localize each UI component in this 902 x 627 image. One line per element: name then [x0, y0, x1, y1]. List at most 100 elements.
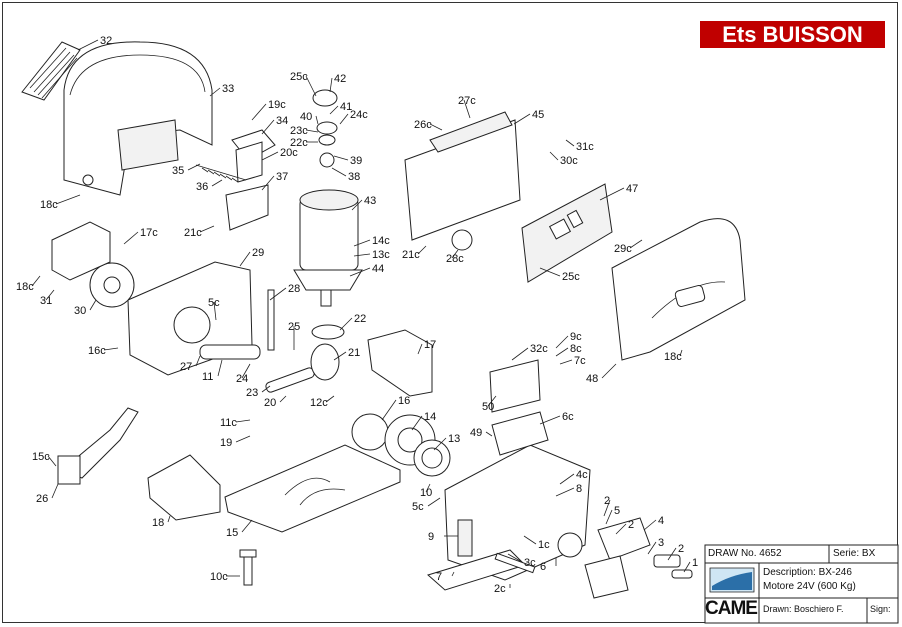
part-label-p25: 25 — [288, 321, 300, 333]
leader-line — [261, 119, 275, 135]
part-label-p44: 44 — [372, 263, 384, 275]
leader-line — [47, 455, 57, 467]
part-label-p32c: 32c — [530, 343, 548, 355]
leader-line — [411, 415, 423, 431]
part-label-p25c_a: 25c — [290, 71, 308, 83]
part-label-p24: 24 — [236, 373, 248, 385]
leader-line — [511, 347, 529, 361]
part-label-p3: 3 — [658, 537, 664, 549]
part-label-p5c_a: 5c — [208, 297, 220, 309]
leader-line — [325, 395, 335, 403]
side-cover-part — [611, 218, 746, 361]
leader-line — [305, 75, 317, 97]
leader-line — [305, 129, 319, 133]
lock-cover-part — [584, 517, 693, 599]
leader-line — [199, 225, 215, 233]
part-label-p23c: 23c — [290, 125, 308, 137]
part-label-p16c: 16c — [88, 345, 106, 357]
leader-line — [615, 523, 627, 535]
part-label-p9c: 9c — [570, 331, 582, 343]
part-label-p11c: 11c — [220, 417, 237, 429]
leader-line — [251, 103, 267, 121]
part-label-p36: 36 — [196, 181, 208, 193]
part-label-p5: 5 — [614, 505, 620, 517]
part-label-p24c: 24c — [350, 109, 368, 121]
part-label-p6c: 6c — [562, 411, 574, 423]
part-label-p50: 50 — [482, 401, 494, 413]
leader-line — [239, 251, 251, 267]
part-label-p30: 30 — [74, 305, 86, 317]
leader-line — [51, 483, 59, 499]
part-label-p37: 37 — [276, 171, 288, 183]
part-label-p31: 31 — [40, 295, 52, 307]
part-label-p19c: 19c — [268, 99, 286, 111]
part-label-p22c: 22c — [290, 137, 308, 149]
part-label-p15c: 15c — [32, 451, 50, 463]
leader-line — [559, 359, 573, 365]
leader-line — [217, 359, 223, 377]
leader-line — [683, 561, 691, 573]
leader-line — [679, 349, 683, 357]
part-label-p41: 41 — [340, 101, 352, 113]
release-block-part — [147, 454, 221, 521]
part-label-p13: 13 — [448, 433, 460, 445]
part-label-p32: 32 — [100, 35, 112, 47]
leader-line — [451, 249, 459, 259]
part-label-p5c_b: 5c — [412, 501, 424, 513]
part-label-p12c: 12c — [310, 397, 328, 409]
part-label-p20: 20 — [264, 397, 276, 409]
part-label-p1c: 1c — [538, 539, 550, 551]
serie-label: Serie: BX — [833, 548, 876, 559]
part-label-p8: 8 — [576, 483, 582, 495]
part-label-p21c_a: 21c — [184, 227, 202, 239]
leader-line — [351, 199, 363, 211]
leader-line — [269, 287, 287, 301]
leader-line — [555, 335, 569, 349]
part-label-p10c: 10c — [210, 571, 228, 583]
part-label-p14: 14 — [424, 411, 436, 423]
leader-line — [353, 253, 371, 257]
part-label-p39: 39 — [350, 155, 362, 167]
leader-line — [603, 499, 611, 517]
leader-line — [331, 167, 347, 177]
part-label-p38: 38 — [348, 171, 360, 183]
description-label: Description: BX-246 — [763, 567, 852, 578]
leader-line — [213, 301, 217, 321]
part-label-p10: 10 — [420, 487, 432, 499]
part-label-p26c: 26c — [414, 119, 432, 131]
part-label-p35: 35 — [172, 165, 184, 177]
leader-line — [559, 473, 575, 485]
part-label-p15: 15 — [226, 527, 238, 539]
leader-line — [353, 239, 371, 247]
leader-line — [429, 123, 443, 131]
leader-line — [211, 179, 223, 187]
part-label-p17: 17 — [424, 339, 436, 351]
part-label-p17c: 17c — [140, 227, 158, 239]
part-label-p21: 21 — [348, 347, 360, 359]
main-cover-part — [63, 41, 213, 196]
part-label-p4: 4 — [658, 515, 664, 527]
leader-line — [329, 77, 333, 93]
part-label-p30c: 30c — [560, 155, 578, 167]
part-label-p26: 26 — [36, 493, 48, 505]
leader-line — [77, 39, 99, 51]
leader-line — [507, 553, 523, 563]
leader-line — [31, 275, 41, 287]
leader-line — [487, 395, 497, 407]
leader-line — [333, 351, 347, 361]
drive-shaft-part — [199, 289, 315, 393]
part-label-p21c_b: 21c — [402, 249, 420, 261]
leader-line — [555, 347, 569, 357]
leader-line — [599, 187, 625, 201]
gearbox-housing-part — [426, 444, 591, 591]
part-label-p18c_a: 18c — [40, 199, 58, 211]
leader-line — [329, 105, 339, 115]
part-label-p8c: 8c — [570, 343, 582, 355]
part-label-p18: 18 — [152, 517, 164, 529]
part-label-p47: 47 — [626, 183, 638, 195]
part-label-p6: 6 — [540, 561, 546, 573]
part-label-p25c_b: 25c — [562, 271, 580, 283]
control-board-part — [521, 183, 613, 283]
